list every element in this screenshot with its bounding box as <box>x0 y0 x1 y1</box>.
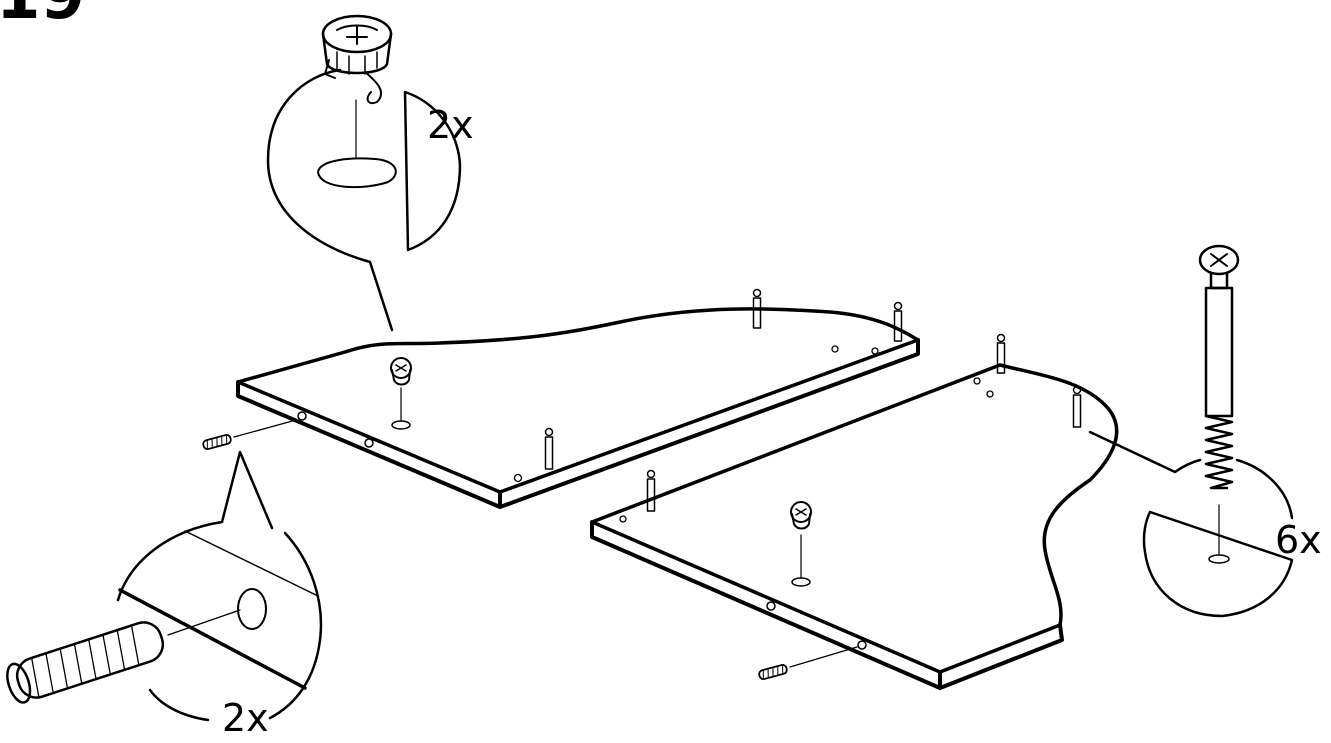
wooden-dowel-icon <box>758 646 858 680</box>
cam-lock-icon <box>390 357 412 386</box>
cam-bolt-icon <box>1198 244 1240 490</box>
step-number: 19 <box>0 0 85 34</box>
wooden-dowel-icon <box>202 419 297 450</box>
cam-lock-callout: 2x <box>266 14 474 332</box>
curved-panel-right <box>590 363 1119 690</box>
cam-bolt-icon <box>646 333 1082 512</box>
cam-bolt-icon <box>544 288 903 470</box>
dowel-callout: 2x <box>6 450 323 740</box>
cam-lock-quantity: 2x <box>427 103 474 147</box>
cam-lock-icon <box>321 14 393 104</box>
cam-lock-icon <box>790 501 812 530</box>
cam-bolt-callout: 6x <box>1088 244 1322 618</box>
cam-bolt-quantity: 6x <box>1275 518 1322 562</box>
curved-panel-left <box>236 307 920 509</box>
dowel-quantity: 2x <box>222 696 269 740</box>
